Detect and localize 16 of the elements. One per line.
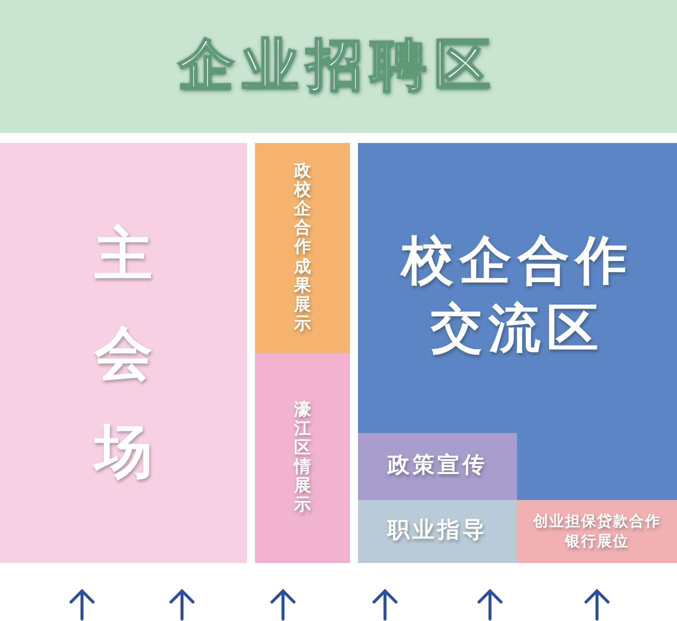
zone-area: [358, 143, 677, 563]
zone-label: 政校企合作成果展示: [294, 162, 311, 334]
zone-area: [0, 0, 677, 133]
zone-area: [517, 500, 677, 563]
zone-area: [0, 143, 247, 563]
zone-area: [358, 433, 517, 500]
zone-label: 政策宣传: [388, 452, 488, 480]
zone-label: 创业担保贷款合作银行展位: [532, 512, 662, 551]
zone-area: [358, 500, 517, 563]
zone-label: 濠江区情展示: [294, 400, 311, 516]
zone-label: 职业指导: [388, 517, 488, 546]
zone-label: 主会场: [94, 219, 152, 488]
zone-area: [255, 353, 350, 563]
zone-label: 校企合作交流区: [399, 230, 634, 361]
zone-area: [255, 143, 350, 353]
zone-label: 企业招聘区: [178, 32, 498, 100]
